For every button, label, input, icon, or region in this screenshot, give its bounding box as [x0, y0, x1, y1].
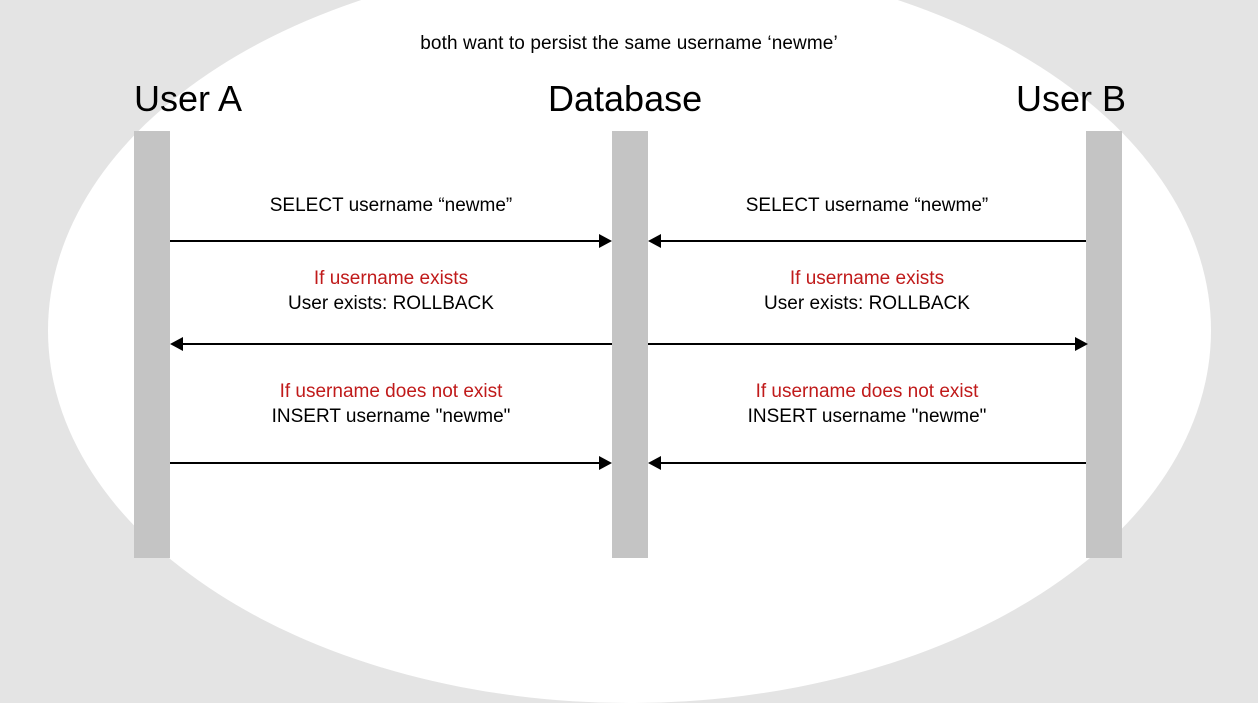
message-arrow-row2-right — [648, 343, 1075, 345]
actor-label-user-b: User B — [1016, 78, 1127, 119]
message-label-row3-right: If username does not exist INSERT userna… — [747, 381, 987, 428]
message-arrow-row3-left — [170, 462, 599, 464]
arrowhead-row1-right-left — [648, 234, 661, 248]
sequence-diagram-canvas: both want to persist the same username ‘… — [48, 0, 1211, 703]
actor-label-database: Database — [548, 78, 703, 119]
message-label-row2-right: If username exists User exists: ROLLBACK — [764, 268, 970, 315]
lifeline-user-a — [134, 131, 170, 558]
arrowhead-row3-left-right — [599, 456, 612, 470]
lifeline-user-b — [1086, 131, 1122, 558]
message-label-row3-left: If username does not exist INSERT userna… — [271, 381, 511, 428]
message-label-row1-left: SELECT username “newme” — [269, 195, 513, 216]
message-label-row2-left: If username exists User exists: ROLLBACK — [288, 268, 494, 315]
message-arrow-row1-left — [170, 240, 599, 242]
message-arrow-row1-right — [661, 240, 1086, 242]
diagram-caption: both want to persist the same username ‘… — [420, 33, 838, 54]
message-arrow-row3-right — [661, 462, 1086, 464]
message-label-row1-right: SELECT username “newme” — [745, 195, 989, 216]
lifeline-database — [612, 131, 648, 558]
arrowhead-row3-right-left — [648, 456, 661, 470]
arrowhead-row1-left-right — [599, 234, 612, 248]
arrowhead-row2-right-right — [1075, 337, 1088, 351]
actor-label-user-a: User A — [134, 78, 243, 119]
arrowhead-row2-left-left — [170, 337, 183, 351]
message-arrow-row2-left — [183, 343, 612, 345]
